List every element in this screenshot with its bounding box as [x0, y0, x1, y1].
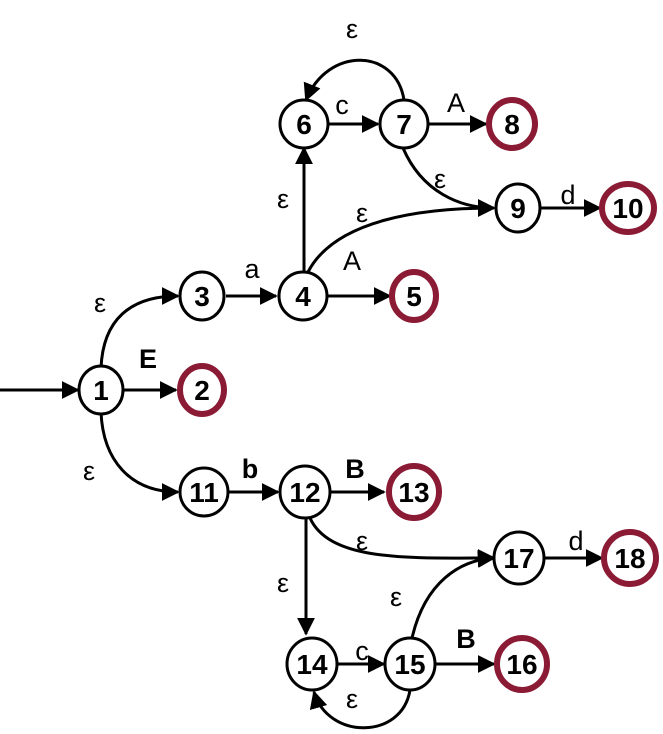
- label-9-10: d: [560, 180, 575, 210]
- state-1-label: 1: [93, 375, 109, 406]
- state-8: 8: [486, 97, 538, 151]
- label-3-4: a: [244, 254, 260, 284]
- edge-7-6: [303, 58, 406, 102]
- edge-7-9: [401, 147, 496, 217]
- state-18: 18: [601, 529, 659, 587]
- state-14: 14: [285, 636, 339, 692]
- label-7-6: ε: [346, 14, 358, 44]
- state-18-label: 18: [614, 543, 645, 574]
- edge-4-9: [306, 199, 496, 273]
- states: 1 2 3 4 5 6 7 8: [77, 97, 659, 693]
- state-6: 6: [278, 98, 330, 150]
- state-10-label: 10: [612, 193, 643, 224]
- label-6-7: c: [335, 90, 349, 120]
- state-17: 17: [492, 530, 546, 586]
- state-10: 10: [599, 181, 657, 235]
- state-5: 5: [389, 269, 439, 323]
- label-12-13: B: [345, 454, 365, 484]
- state-2-label: 2: [194, 375, 210, 406]
- label-12-14: ε: [277, 568, 289, 598]
- edge-12-17: [308, 517, 496, 568]
- state-15: 15: [383, 636, 437, 692]
- label-12-17: ε: [356, 526, 368, 556]
- label-4-9: ε: [356, 198, 368, 228]
- state-13: 13: [386, 463, 442, 521]
- state-3-label: 3: [194, 281, 210, 312]
- edge-1-3: [99, 287, 180, 369]
- state-12: 12: [278, 464, 332, 520]
- edge-1-11: [99, 411, 180, 501]
- transition-labels: E ε ε a A ε ε c ε A ε d b B ε ε c ε B ε …: [83, 14, 584, 714]
- label-4-5: A: [343, 246, 361, 276]
- state-5-label: 5: [406, 281, 422, 312]
- state-7: 7: [378, 98, 430, 150]
- label-15-17: ε: [390, 582, 402, 612]
- state-7-label: 7: [396, 109, 412, 140]
- state-2: 2: [177, 363, 227, 417]
- label-4-6: ε: [277, 184, 289, 214]
- label-14-15: c: [355, 636, 369, 666]
- label-1-3: ε: [94, 288, 106, 318]
- transitions: [0, 58, 604, 730]
- label-15-14: ε: [346, 684, 358, 714]
- label-1-11: ε: [83, 456, 95, 486]
- edge-15-17: [410, 549, 496, 639]
- state-1: 1: [77, 364, 125, 416]
- state-3: 3: [178, 270, 226, 322]
- edge-15-14: [309, 689, 412, 730]
- state-11: 11: [178, 466, 230, 518]
- state-4: 4: [277, 270, 329, 322]
- label-17-18: d: [568, 526, 583, 556]
- state-9-label: 9: [510, 193, 526, 224]
- label-7-8: A: [447, 88, 465, 118]
- state-15-label: 15: [394, 649, 425, 680]
- state-13-label: 13: [398, 477, 429, 508]
- state-14-label: 14: [296, 649, 328, 680]
- state-8-label: 8: [504, 109, 520, 140]
- label-15-16: B: [456, 624, 476, 654]
- state-17-label: 17: [503, 543, 534, 574]
- label-7-9: ε: [434, 164, 446, 194]
- state-11-label: 11: [189, 477, 219, 508]
- state-4-label: 4: [295, 281, 311, 312]
- state-9: 9: [494, 182, 542, 234]
- state-16: 16: [494, 635, 550, 693]
- label-1-2: E: [139, 344, 157, 374]
- label-11-12: b: [242, 454, 259, 484]
- state-6-label: 6: [296, 109, 312, 140]
- state-16-label: 16: [506, 649, 537, 680]
- state-12-label: 12: [289, 477, 320, 508]
